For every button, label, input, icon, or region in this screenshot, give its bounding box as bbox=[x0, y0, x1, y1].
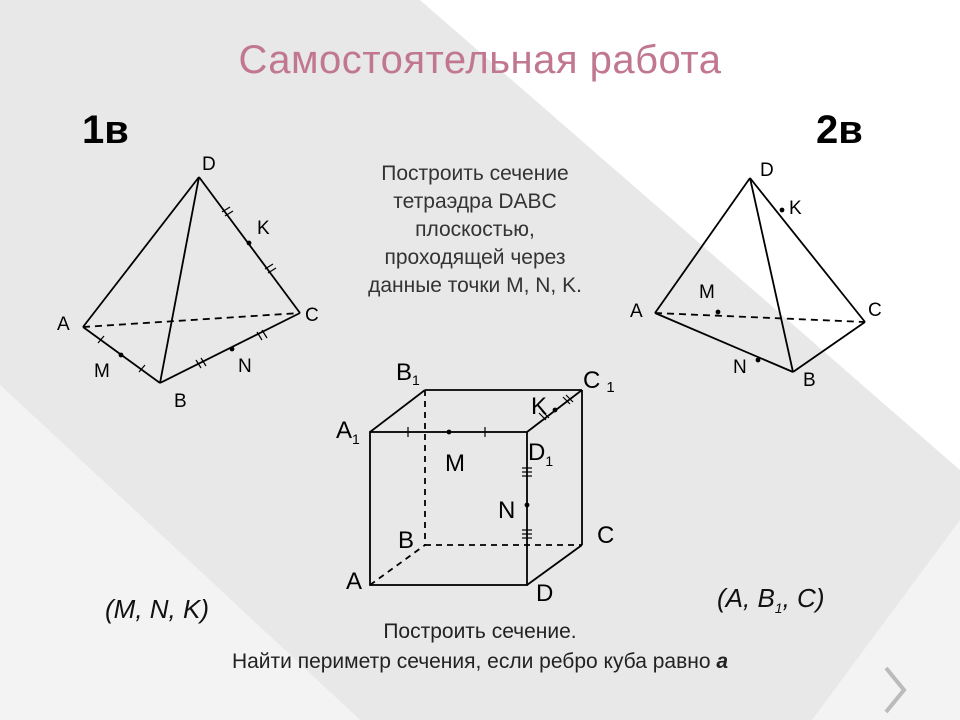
cube-task: Построить сечение. bbox=[383, 620, 577, 643]
edge-variable: a bbox=[716, 650, 729, 673]
label-B: B bbox=[174, 391, 187, 412]
label-A: A bbox=[57, 314, 70, 335]
point-M bbox=[446, 429, 452, 435]
label-D: D bbox=[760, 160, 774, 181]
label-N: N bbox=[733, 357, 747, 378]
label-K: K bbox=[789, 198, 802, 219]
edge-BC bbox=[792, 321, 866, 373]
label-D1: D1 bbox=[528, 439, 553, 469]
label-D: D bbox=[202, 154, 216, 175]
label-B: B bbox=[398, 527, 414, 554]
point-M bbox=[715, 309, 721, 315]
background-corner bbox=[0, 385, 360, 720]
task-line: плоскостью, bbox=[415, 218, 535, 241]
task-line: данные точки M, N, K. bbox=[368, 274, 582, 297]
task-text: Построить сечение тетраэдра DABC плоскос… bbox=[330, 160, 620, 300]
point-N bbox=[524, 502, 530, 508]
variant-2-label: 2в bbox=[816, 108, 863, 152]
label-N: N bbox=[238, 356, 252, 377]
chevron-right-icon[interactable] bbox=[884, 666, 907, 714]
label-M: M bbox=[445, 450, 465, 477]
point-K bbox=[552, 407, 558, 413]
points-variant-2: (A, B1, C) bbox=[717, 583, 825, 617]
edge-A1B1 bbox=[369, 389, 426, 433]
tick-marks bbox=[97, 206, 277, 373]
edge-AB bbox=[654, 312, 794, 373]
point-K bbox=[779, 207, 785, 213]
edge-DA bbox=[82, 176, 200, 328]
label-C: C bbox=[597, 522, 614, 549]
hidden-edges bbox=[369, 390, 582, 586]
label-A1: A1 bbox=[336, 417, 360, 447]
edge-DB bbox=[749, 177, 794, 373]
label-N: N bbox=[498, 497, 515, 524]
point-K bbox=[246, 240, 252, 246]
point-N bbox=[229, 346, 235, 352]
label-C: C bbox=[868, 300, 882, 321]
label-D: D bbox=[536, 580, 553, 607]
cube-perimeter-question: Найти периметр сечения, если ребро куба … bbox=[231, 650, 729, 673]
label-K: K bbox=[531, 393, 547, 420]
label-A: A bbox=[630, 301, 643, 322]
task-line: тетраэдра DABC bbox=[393, 190, 557, 213]
edge-DC bbox=[526, 544, 583, 586]
slide-title: Самостоятельная работа bbox=[238, 38, 722, 82]
label-M: M bbox=[699, 282, 715, 303]
point-N bbox=[755, 357, 761, 363]
label-B: B bbox=[803, 370, 816, 391]
cube bbox=[369, 389, 583, 586]
label-C: C bbox=[305, 305, 319, 326]
point-M bbox=[118, 352, 124, 358]
edge-DC bbox=[749, 177, 866, 323]
edge-AC bbox=[82, 312, 301, 328]
edge-DA bbox=[654, 177, 751, 314]
label-M: M bbox=[94, 361, 110, 382]
edge-DB bbox=[159, 176, 200, 384]
label-K: K bbox=[257, 218, 270, 239]
points-variant-1: (M, N, K) bbox=[105, 594, 209, 624]
tick-marks bbox=[407, 394, 574, 539]
label-B1: B1 bbox=[396, 359, 420, 388]
task-line: проходящей через bbox=[384, 246, 566, 269]
task-line: Построить сечение bbox=[381, 162, 569, 185]
tetrahedron-1 bbox=[82, 176, 301, 384]
label-A: A bbox=[346, 568, 362, 595]
background-corner-right bbox=[812, 520, 960, 720]
tetrahedron-2 bbox=[654, 177, 866, 373]
variant-1-label: 1в bbox=[82, 108, 129, 152]
